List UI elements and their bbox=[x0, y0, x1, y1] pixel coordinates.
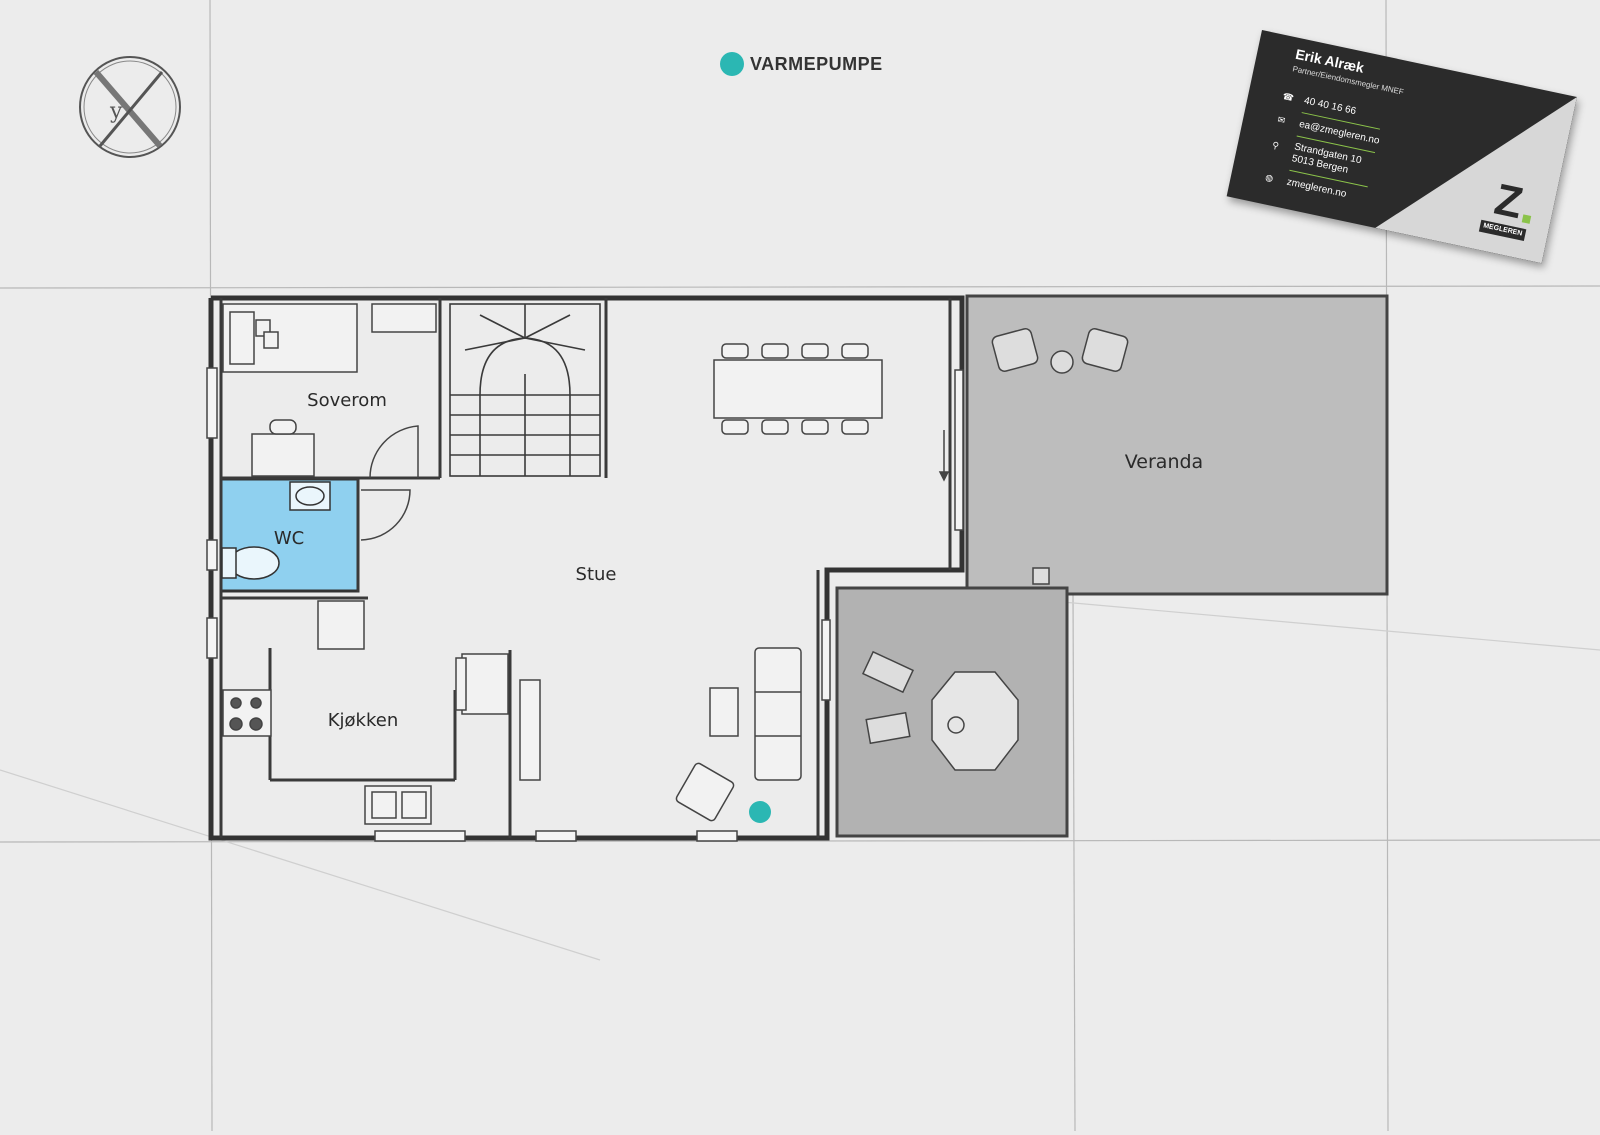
room-label-stue: Stue bbox=[576, 564, 617, 585]
card-email: ea@zmegleren.no bbox=[1298, 118, 1381, 147]
room-label-kjokken: Kjøkken bbox=[328, 710, 399, 731]
doors bbox=[360, 425, 419, 541]
exterior-walls bbox=[208, 295, 965, 841]
stairs-icon bbox=[449, 303, 601, 477]
room-label-soverom: Soverom bbox=[307, 390, 387, 411]
globe-icon: ◍ bbox=[1264, 173, 1275, 185]
room-labels: Soverom WC Stue Kjøkken Veranda bbox=[274, 390, 1203, 731]
desk bbox=[251, 419, 315, 477]
veranda-fill-upper bbox=[965, 294, 1389, 596]
dining-table bbox=[713, 343, 883, 435]
room-label-wc: WC bbox=[274, 528, 304, 549]
bed bbox=[222, 303, 437, 373]
mail-icon: ✉ bbox=[1276, 115, 1287, 127]
room-label-veranda: Veranda bbox=[1125, 451, 1203, 473]
living-furniture bbox=[675, 430, 950, 822]
windows bbox=[206, 367, 964, 842]
toilet bbox=[221, 481, 331, 580]
logo-accent bbox=[1521, 214, 1532, 224]
interior-walls bbox=[219, 298, 952, 838]
svg-text:y: y bbox=[109, 99, 123, 124]
location-pin-icon: ⚲ bbox=[1271, 140, 1280, 152]
phone-icon: ☎ bbox=[1281, 91, 1295, 104]
card-corner-shape bbox=[1375, 61, 1577, 264]
legend: VARMEPUMPE bbox=[720, 52, 883, 76]
veranda-furniture bbox=[861, 328, 1129, 771]
legend-dot-icon bbox=[720, 52, 744, 76]
legend-label: VARMEPUMPE bbox=[750, 53, 883, 74]
heat-pump-marker bbox=[749, 801, 771, 823]
circle-x-logo: y bbox=[79, 56, 181, 158]
kitchen-fixtures bbox=[222, 600, 541, 825]
